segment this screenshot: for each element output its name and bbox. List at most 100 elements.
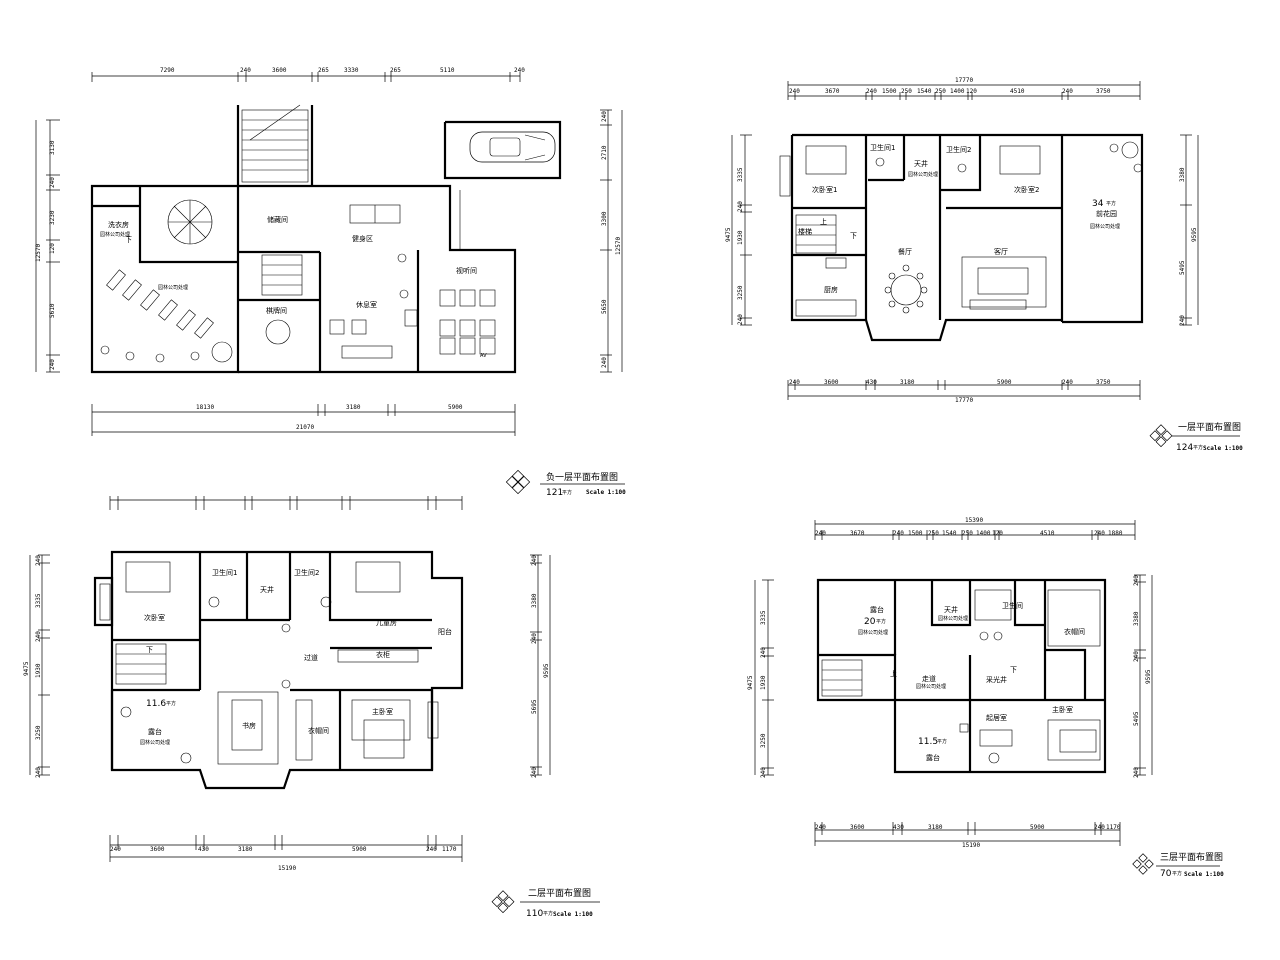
room-label-balcony: 阳台 [438, 627, 452, 636]
stair-up-mark: 上 [890, 669, 897, 678]
first-right-dimension: 3380 5495 240 9595 [1179, 134, 1199, 326]
dim-label: 3670 [825, 88, 840, 95]
dim-label: 240 [601, 357, 608, 368]
basement-right-dimension: 240 2710 3300 5650 240 12570 [600, 109, 623, 373]
dim-label: 3600 [150, 846, 165, 853]
dim-label: 240 [1094, 824, 1105, 831]
dim-label: 1930 [737, 230, 744, 245]
basement-title-block: 负一层平面布置图 121 平方 Scale 1:100 [505, 469, 626, 498]
dim-label: 9475 [725, 227, 732, 242]
dim-label: 5900 [997, 379, 1012, 386]
dim-label: 5900 [448, 404, 463, 411]
dim-label: 7290 [160, 67, 175, 74]
room-label-corridor: 走道 [922, 674, 936, 683]
plan-scale: Scale 1:100 [553, 911, 593, 918]
stair-down-mark: 下 [1010, 666, 1017, 674]
dim-label: 240 [1062, 88, 1073, 95]
room-label-master: 主卧室 [372, 707, 393, 716]
dim-label: 240 [760, 767, 767, 778]
dim-label: 1930 [760, 675, 767, 690]
terrace-area-unit: 平方 [937, 738, 947, 745]
plan-area: 70 [1160, 869, 1172, 879]
basement-walls [90, 105, 562, 374]
second-left-dimension: 240 3335 240 1930 3250 240 9475 [23, 554, 50, 778]
dim-label: 5610 [49, 303, 56, 318]
dim-label: 1500 [882, 88, 897, 95]
dim-label: 3380 [1179, 167, 1186, 182]
dim-label: 240 [737, 314, 744, 325]
room-label-bath1: 卫生间1 [870, 143, 895, 152]
first-bottom-dimension: 240 3600 430 3180 5900 240 3750 17770 [787, 379, 1141, 404]
dim-label: 240 [531, 633, 538, 644]
third-bottom-dimension: 240 3600 430 3180 5900 240 1170 15190 [814, 822, 1121, 849]
terrace-area: 11.6 [146, 699, 166, 709]
room-label-closet: 衣帽间 [1064, 627, 1085, 636]
room-label-gym: 健身区 [352, 234, 373, 243]
stair-down-mark: 下 [850, 232, 857, 240]
dim-label: 3670 [850, 530, 865, 537]
third-room-labels: 露台 20 平方 园林公司处理 天井 园林公司处理 卫生间 衣帽间 走道 园林公… [858, 601, 1085, 762]
room-label-chess: 棋牌间 [266, 306, 287, 315]
dim-label: 1930 [35, 663, 42, 678]
dim-label: 1170 [1106, 824, 1121, 831]
stair-down-mark: 下 [125, 236, 132, 244]
plan-area-unit: 平方 [1193, 444, 1203, 451]
plan-scale: Scale 1:100 [586, 489, 626, 496]
compass-icon [491, 890, 515, 914]
first-title-block: 一层平面布置图 124 平方 Scale 1:100 [1149, 421, 1243, 453]
plan-title: 一层平面布置图 [1178, 421, 1241, 433]
room-label-patio: 天井 [260, 585, 274, 594]
dim-label: 430 [866, 379, 877, 386]
first-room-labels: 次卧室1 卫生间1 天井 园林公司处理 卫生间2 次卧室2 楼梯 厨房 餐厅 客… [798, 143, 1120, 294]
dim-label: 3230 [49, 210, 56, 225]
dim-label: 9595 [543, 663, 550, 678]
second-walls [93, 550, 464, 790]
room-label-terrace1: 露台 [870, 605, 884, 614]
dim-label: 240 [760, 647, 767, 658]
dim-label: 15390 [965, 517, 983, 524]
dim-label: 12570 [615, 237, 622, 255]
plan-area-unit: 平方 [543, 910, 553, 917]
car-icon [469, 131, 556, 163]
dim-label: 240 [815, 530, 826, 537]
dim-label: 4510 [1010, 88, 1025, 95]
dim-label: 240 [789, 88, 800, 95]
note-label: 园林公司处理 [916, 683, 946, 690]
room-label-storage: 储藏间 [267, 215, 288, 224]
dim-label: 9475 [747, 675, 754, 690]
dim-label: 240 [49, 359, 56, 370]
room-label-terrace: 露台 [148, 727, 162, 736]
dim-label: 240 [531, 767, 538, 778]
plan-area: 124 [1176, 443, 1193, 453]
dim-label: 1400 [976, 530, 991, 537]
room-label-study: 书房 [242, 721, 256, 730]
room-label-lounge: 休息室 [356, 300, 377, 309]
room-label-dining: 餐厅 [898, 247, 912, 256]
room-label-garden: 前花园 [1096, 209, 1117, 218]
dim-label: 240 [35, 631, 42, 642]
room-label-living: 客厅 [994, 247, 1008, 256]
dim-label: 1880 [1108, 530, 1123, 537]
room-label-wardrobe: 衣柜 [376, 650, 390, 659]
dim-label: 17770 [955, 77, 973, 84]
dim-label: 3180 [238, 846, 253, 853]
plan-area-unit: 平方 [1172, 870, 1182, 877]
terrace1-area: 20 [864, 617, 876, 627]
dim-label: 240 [789, 379, 800, 386]
dim-label: 3250 [35, 725, 42, 740]
second-room-labels: 次卧室 卫生间1 天井 卫生间2 儿童房 过道 衣柜 阳台 书房 衣帽间 主卧室… [140, 568, 452, 746]
dim-label: 240 [1133, 575, 1140, 586]
room-label-bed: 次卧室 [144, 613, 165, 622]
room-label-closet: 衣帽间 [308, 726, 329, 735]
note-label: 园林公司处理 [858, 629, 888, 636]
third-left-dimension: 3335 240 1930 3250 240 9475 [747, 579, 774, 778]
dim-label: 1170 [442, 846, 457, 853]
room-label-stair: 楼梯 [798, 227, 812, 236]
third-walls [816, 578, 1107, 774]
terrace-area-unit: 平方 [876, 618, 886, 625]
room-label-kids: 儿童房 [376, 618, 397, 627]
dim-label: 120 [992, 530, 1003, 537]
room-label-bath1: 卫生间1 [212, 568, 237, 577]
garden-area: 34 [1092, 199, 1104, 209]
